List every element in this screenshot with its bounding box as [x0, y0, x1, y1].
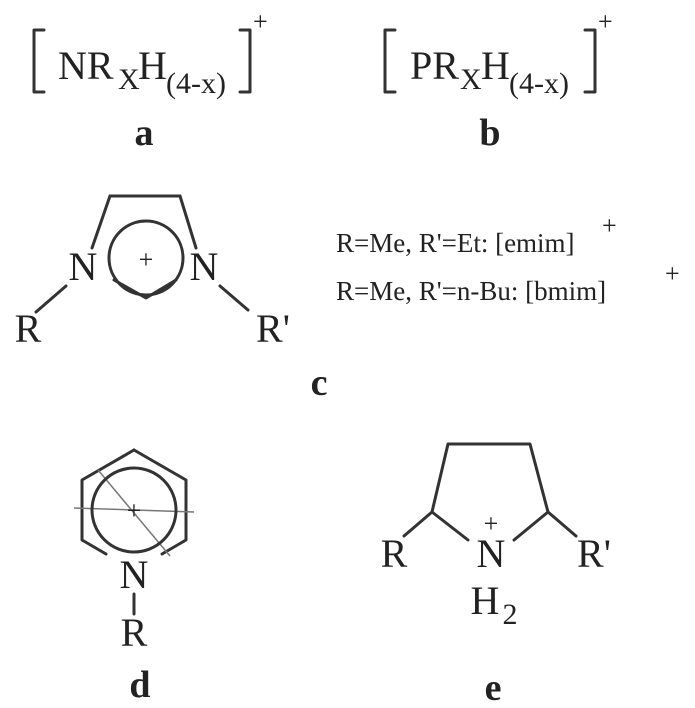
ion-b-h: H — [481, 43, 510, 88]
sub-r-c: R — [15, 306, 42, 351]
atom-n1-c: N — [69, 244, 98, 289]
right-bracket-a — [238, 28, 252, 94]
bond-c2-n-e — [430, 510, 470, 542]
legend-bmim: R=Me, R'=n-Bu: [bmim] — [336, 276, 606, 306]
bond-c2-r-e — [402, 510, 434, 538]
aromatic-ring-c — [107, 219, 185, 297]
ring-charge-d: + — [127, 496, 142, 525]
legend-emim-charge: + — [602, 211, 617, 240]
atom-n-e: N — [477, 531, 506, 576]
label-b: b — [479, 112, 500, 154]
label-d: d — [129, 664, 150, 706]
structure-b: PR X H (4-x) + b — [383, 7, 613, 154]
bond-n1-c2-n3 — [112, 278, 178, 300]
sub-r-d: R — [121, 610, 148, 655]
label-c: c — [311, 362, 328, 404]
bond-c4-n3 — [178, 194, 198, 250]
ring-charge-c: + — [139, 245, 154, 274]
ring-bonds-left-d — [80, 448, 136, 556]
label-e: e — [485, 667, 502, 708]
legend-bmim-charge: + — [665, 259, 680, 288]
ion-b-count: (4-x) — [509, 67, 569, 100]
ring-crossline-1-d — [73, 507, 195, 513]
ion-b-x: X — [460, 63, 482, 96]
ion-b-pr: PR — [410, 43, 459, 88]
sub-r-e: R — [381, 531, 408, 576]
ion-a-x: X — [118, 63, 140, 96]
bond-n3-rprime — [218, 284, 250, 312]
ion-a-count: (4-x) — [166, 67, 226, 100]
atom-n3-c: N — [190, 244, 219, 289]
legend-emim: R=Me, R'=Et: [emim] — [336, 228, 575, 258]
ion-a-h: H — [138, 43, 167, 88]
bond-c5-n-e — [512, 510, 550, 542]
label-a: a — [135, 112, 154, 154]
structure-a: NR X H (4-x) + a — [32, 7, 268, 154]
ring-crossline-2-d — [97, 469, 171, 557]
structure-e: + N R R' H 2 e — [381, 442, 611, 708]
atom-h-e: H — [471, 578, 500, 623]
bond-c5-n1 — [90, 194, 112, 250]
left-bracket-a — [32, 28, 46, 94]
ion-a-nr: NR — [58, 43, 114, 88]
right-bracket-b — [583, 28, 597, 94]
h-count-e: 2 — [503, 598, 518, 631]
ring-bonds-e — [430, 442, 550, 514]
charge-b: + — [598, 7, 613, 36]
atom-n-d: N — [120, 552, 149, 597]
structure-c: + N N R R' R=Me, R'=Et: [emim] + R=Me, R… — [15, 194, 680, 404]
charge-a: + — [253, 7, 268, 36]
ring-bonds-right-d — [132, 448, 188, 556]
left-bracket-b — [383, 28, 397, 94]
aromatic-ring-d — [90, 466, 178, 554]
sub-rprime-e: R' — [577, 531, 611, 576]
bond-c5-rprime-e — [546, 510, 578, 538]
sub-rprime-c: R' — [256, 306, 290, 351]
bond-n1-r — [34, 284, 68, 314]
structure-d: + N R d — [73, 448, 195, 706]
charge-e: + — [484, 509, 499, 538]
